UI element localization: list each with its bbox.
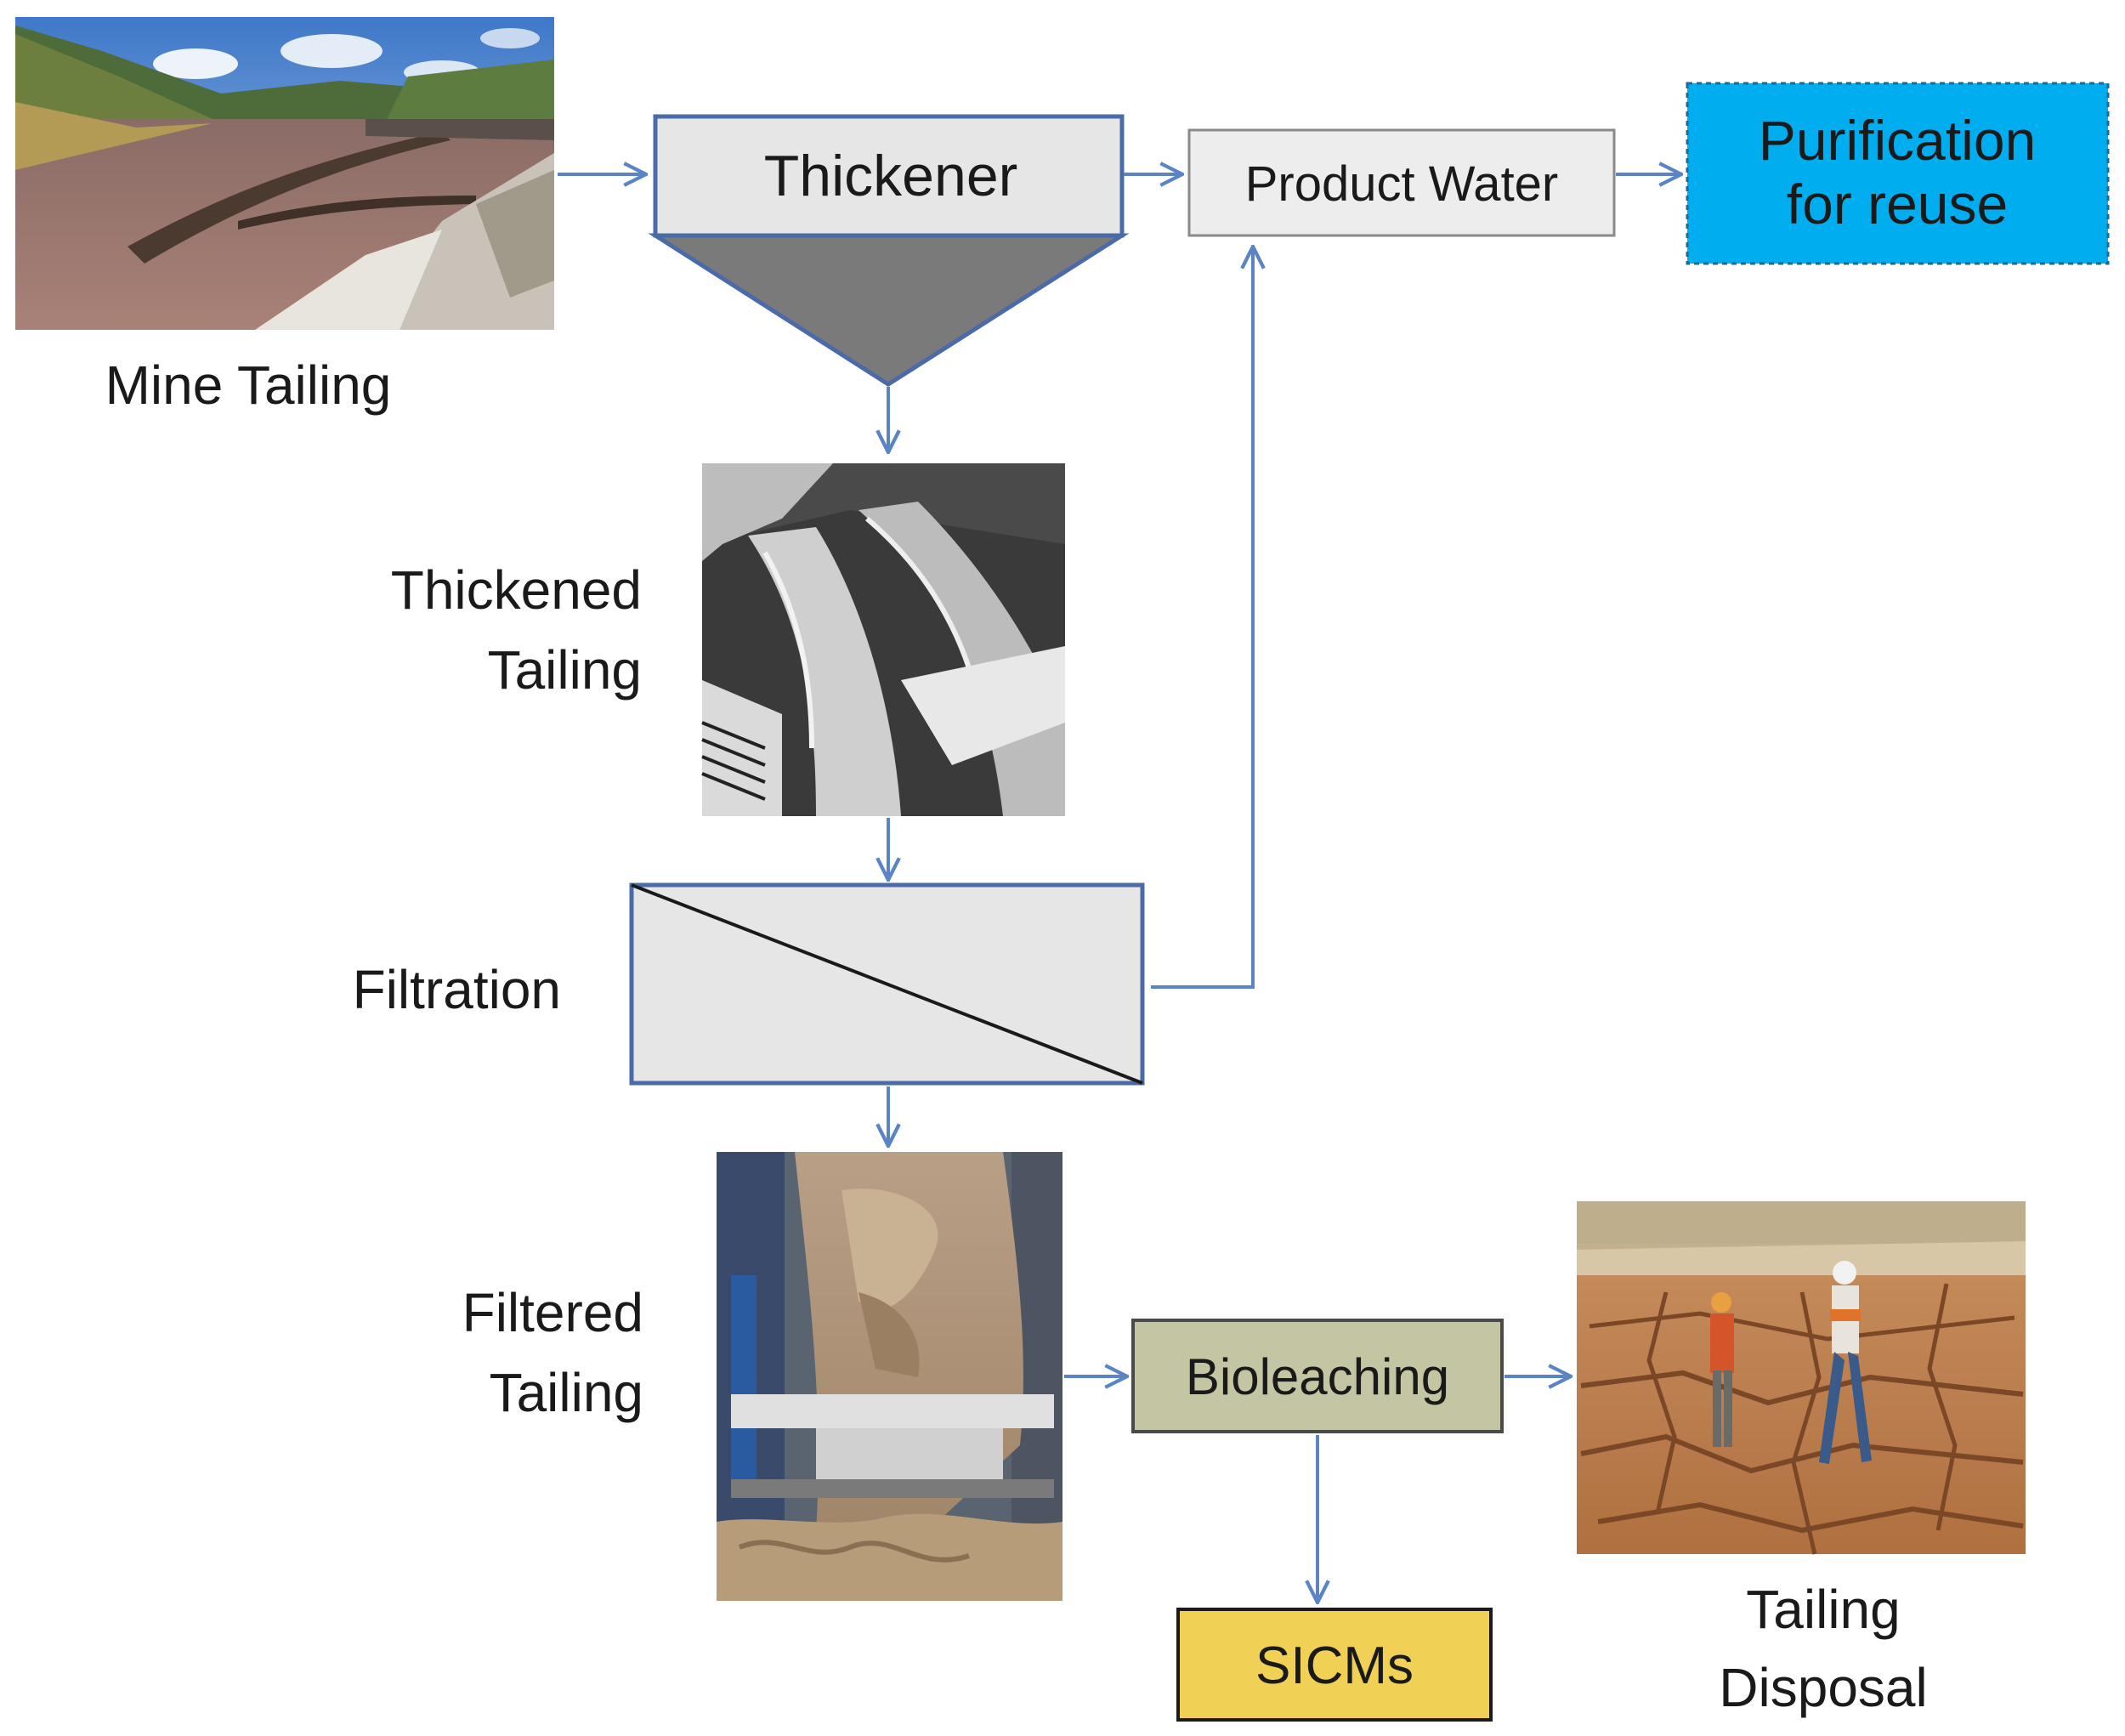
- flow-arrows: [558, 174, 1681, 1603]
- tailing-disposal-label-line1: Tailing: [1746, 1579, 1900, 1640]
- thickened-tailing-label-line2: Tailing: [488, 639, 642, 701]
- thickened-tailing-photo: [701, 463, 1065, 816]
- product-water-label: Product Water: [1245, 156, 1559, 212]
- bioleaching-box: Bioleaching: [1131, 1319, 1504, 1433]
- sicms-label: SICMs: [1255, 1637, 1414, 1695]
- bioleaching-label: Bioleaching: [1186, 1348, 1449, 1405]
- filtered-tailing-label-line2: Tailing: [490, 1362, 643, 1423]
- thickener-cone: [648, 233, 1130, 387]
- purification-label-line1: Purification: [1759, 109, 2037, 172]
- filtered-tailing-label-line1: Filtered: [462, 1282, 643, 1343]
- sicms-box: SICMs: [1176, 1608, 1493, 1722]
- purification-box: Purification for reuse: [1686, 82, 2110, 265]
- thickener-label: Thickener: [764, 144, 1018, 208]
- product-water-box: Product Water: [1187, 128, 1616, 237]
- tailing-disposal-label-line2: Disposal: [1719, 1657, 1927, 1718]
- filter-medium-line: [631, 883, 1143, 1085]
- tailing-disposal-photo: [1577, 1201, 2026, 1555]
- mine-tailing-photo: [15, 17, 554, 330]
- filtration-label: Filtration: [353, 959, 561, 1020]
- thickened-tailing-label-line1: Thickened: [391, 559, 642, 621]
- thickener-unit: Thickener: [648, 114, 1130, 387]
- mine-tailing-label: Mine Tailing: [105, 355, 392, 416]
- purification-label-line2: for reuse: [1787, 173, 2008, 235]
- filtered-tailing-photo: [717, 1152, 1062, 1601]
- filtration-unit: [629, 882, 1145, 1086]
- arrow-filtration-to-product-water: [1151, 247, 1253, 989]
